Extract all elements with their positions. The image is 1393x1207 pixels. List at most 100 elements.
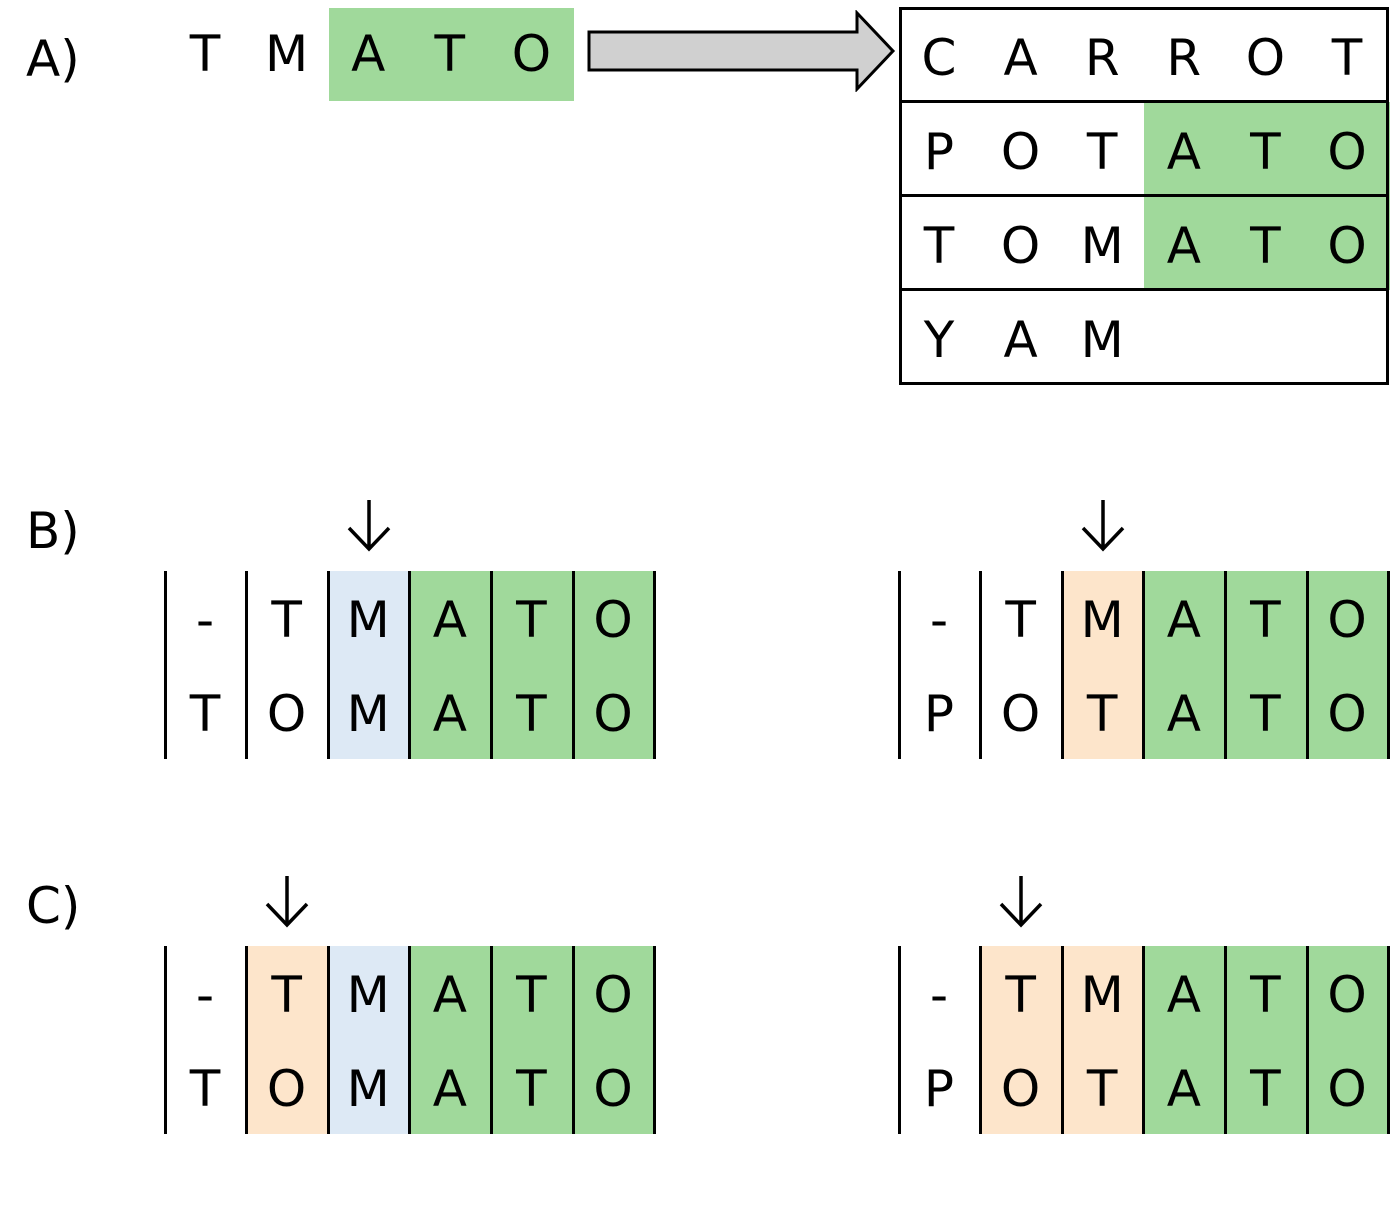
dictionary-letter: A <box>1166 123 1201 181</box>
alignment-query-letter: T <box>271 591 302 649</box>
dictionary-letter: A <box>1166 217 1201 275</box>
alignment-query-letter: T <box>1250 591 1281 649</box>
panel-b-label: B) <box>26 502 80 560</box>
alignment-target-letter: O <box>593 1060 633 1118</box>
alignment-query-letter: T <box>1005 966 1036 1024</box>
alignment-target-letter: O <box>1000 1060 1041 1118</box>
alignment-column-divider <box>979 946 983 1134</box>
alignment-query-letter: O <box>1327 591 1367 649</box>
alignment-target-letter: O <box>593 685 633 743</box>
alignment-column-match <box>491 946 573 1134</box>
alignment-column-match <box>409 946 492 1134</box>
alignment-query-letter: A <box>432 966 467 1024</box>
alignment-query-letter: M <box>346 966 390 1024</box>
query-letter: T <box>189 25 221 83</box>
alignment-target-letter: M <box>346 1060 390 1118</box>
dictionary-match-highlight <box>1144 196 1391 290</box>
alignment-query-letter: - <box>929 591 949 649</box>
dictionary-letter: O <box>1000 123 1041 181</box>
query-letter: A <box>351 25 386 83</box>
alignment-column-mismatch <box>980 946 1063 1134</box>
down-arrow-icon <box>1081 500 1125 552</box>
alignment-column-divider <box>489 571 493 759</box>
down-arrow-icon <box>266 876 309 928</box>
alignment-column-divider <box>1142 571 1146 759</box>
alignment-query-letter: M <box>1080 591 1124 649</box>
alignment-target-letter: T <box>1250 1060 1281 1118</box>
dictionary-letter: T <box>923 217 955 275</box>
alignment-column-divider <box>897 946 901 1134</box>
alignment-target-letter: A <box>432 1060 467 1118</box>
dictionary-letter: M <box>1080 217 1124 275</box>
dictionary-letter: T <box>1331 29 1363 87</box>
alignment-column-divider <box>245 571 249 759</box>
alignment-column-match <box>573 946 655 1134</box>
alignment-target-letter: O <box>1327 1060 1367 1118</box>
alignment-query-letter: - <box>929 966 949 1024</box>
query-letter: T <box>434 25 466 83</box>
alignment-target-letter: O <box>266 1060 307 1118</box>
dictionary-letter: P <box>923 123 955 181</box>
down-arrow-icon <box>1000 876 1043 928</box>
dictionary-letter: M <box>1080 311 1124 369</box>
dictionary-row-divider <box>899 288 1389 291</box>
alignment-query-letter: M <box>1080 966 1124 1024</box>
alignment-target-letter: P <box>923 1060 955 1118</box>
query-match-highlight <box>328 8 574 101</box>
alignment-column-identical <box>328 571 410 759</box>
alignment-target-letter: T <box>1250 685 1281 743</box>
alignment-target-letter: T <box>189 685 221 743</box>
alignment-target-letter: A <box>1166 685 1201 743</box>
dictionary-letter: Y <box>923 311 955 369</box>
alignment-target-letter: T <box>1086 1060 1118 1118</box>
alignment-target-letter: M <box>346 685 390 743</box>
alignment-query-letter: - <box>195 966 215 1024</box>
alignment-query-letter: O <box>593 966 633 1024</box>
dictionary-letter: R <box>1084 29 1120 87</box>
alignment-column-divider <box>1060 946 1064 1134</box>
alignment-query-letter: T <box>1250 966 1281 1024</box>
alignment-query-letter: T <box>1005 591 1036 649</box>
dictionary-letter: O <box>1245 29 1286 87</box>
dictionary-letter: T <box>1250 123 1281 181</box>
alignment-column-match <box>1225 571 1307 759</box>
dictionary-letter: C <box>921 29 957 87</box>
alignment-query-letter: - <box>195 591 215 649</box>
right-arrow-icon <box>587 10 896 92</box>
alignment-target-letter: T <box>189 1060 221 1118</box>
alignment-query-letter: A <box>1166 966 1201 1024</box>
alignment-target-letter: A <box>1166 1060 1201 1118</box>
alignment-column-match <box>1143 946 1226 1134</box>
down-arrow-icon <box>347 500 391 552</box>
alignment-column-match <box>409 571 492 759</box>
dictionary-letter: O <box>1327 217 1367 275</box>
alignment-column-mismatch <box>1062 946 1144 1134</box>
alignment-column-divider <box>245 946 249 1134</box>
alignment-column-divider <box>489 946 493 1134</box>
dictionary-match-highlight <box>1144 102 1391 196</box>
alignment-column-identical <box>328 946 410 1134</box>
dictionary-letter: R <box>1166 29 1202 87</box>
alignment-query-letter: T <box>516 591 547 649</box>
alignment-column-divider <box>979 571 983 759</box>
alignment-column-match <box>491 571 573 759</box>
alignment-column-mismatch <box>246 946 329 1134</box>
alignment-column-match <box>1307 571 1389 759</box>
dictionary-row-divider <box>899 100 1389 103</box>
alignment-column-match <box>1307 946 1389 1134</box>
alignment-target-letter: T <box>516 685 547 743</box>
dictionary-letter: T <box>1250 217 1281 275</box>
alignment-column-mismatch <box>1062 571 1144 759</box>
alignment-column-divider <box>653 571 657 759</box>
alignment-column-match <box>1225 946 1307 1134</box>
alignment-query-letter: O <box>1327 966 1367 1024</box>
alignment-target-letter: O <box>1000 685 1041 743</box>
alignment-query-letter: T <box>271 966 302 1024</box>
alignment-target-letter: P <box>923 685 955 743</box>
alignment-column-divider <box>163 946 167 1134</box>
dictionary-letter: O <box>1000 217 1041 275</box>
alignment-column-divider <box>1305 571 1309 759</box>
alignment-column-match <box>1143 571 1226 759</box>
alignment-column-divider <box>571 946 575 1134</box>
alignment-column-divider <box>326 946 330 1134</box>
